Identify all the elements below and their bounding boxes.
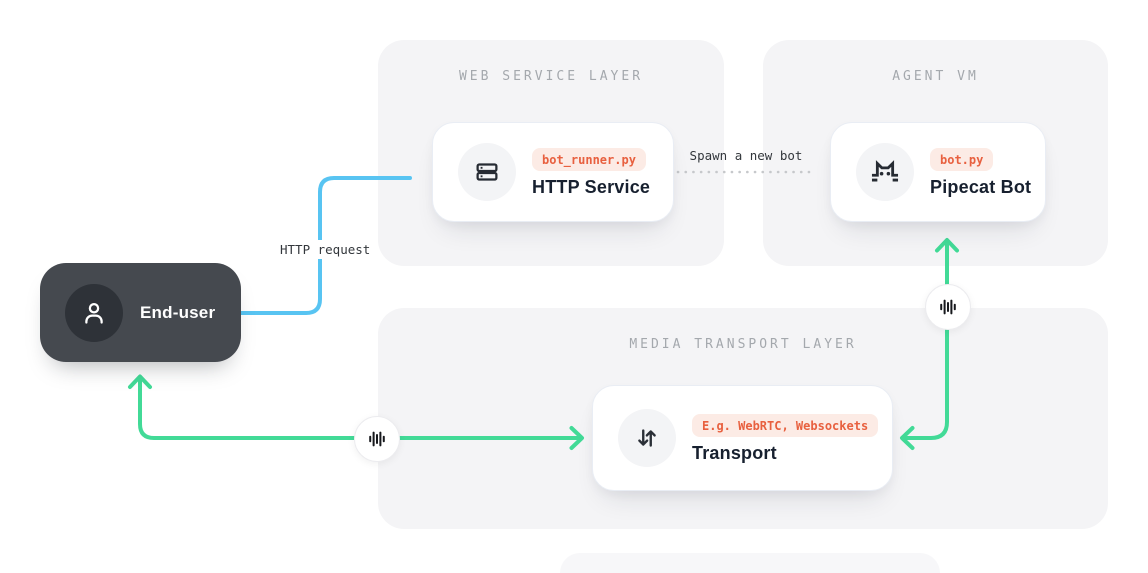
up-down-arrows-icon bbox=[618, 409, 676, 467]
audio-waveform-icon bbox=[354, 416, 400, 462]
panel-agent-vm-title: AGENT VM bbox=[892, 69, 979, 84]
transport-examples-badge: E.g. WebRTC, Websockets bbox=[692, 414, 879, 437]
http-service-node: bot_runner.py HTTP Service bbox=[432, 122, 674, 222]
transport-title: Transport bbox=[692, 443, 777, 463]
user-icon bbox=[65, 283, 123, 342]
pipecat-bot-file-badge: bot.py bbox=[930, 148, 994, 171]
http-service-title: HTTP Service bbox=[532, 177, 651, 197]
end-user-node: End-user bbox=[40, 263, 241, 362]
audio-waveform-icon bbox=[925, 284, 971, 330]
http-service-file-badge: bot_runner.py bbox=[532, 148, 646, 171]
end-user-title: End-user bbox=[140, 302, 216, 322]
panel-media-transport-layer-title: MEDIA TRANSPORT LAYER bbox=[629, 337, 857, 352]
pipecat-cat-icon bbox=[856, 143, 914, 201]
panel-web-service-layer-title: WEB SERVICE LAYER bbox=[458, 69, 644, 84]
spawn-bot-label: Spawn a new bot bbox=[689, 148, 803, 163]
server-icon bbox=[458, 143, 516, 201]
transport-node: E.g. WebRTC, Websockets Transport bbox=[592, 385, 893, 491]
panel-bottom-peek bbox=[560, 553, 940, 573]
pipecat-bot-node: bot.py Pipecat Bot bbox=[830, 122, 1046, 222]
http-request-label: HTTP request bbox=[277, 240, 374, 259]
pipecat-bot-title: Pipecat Bot bbox=[930, 177, 1032, 197]
